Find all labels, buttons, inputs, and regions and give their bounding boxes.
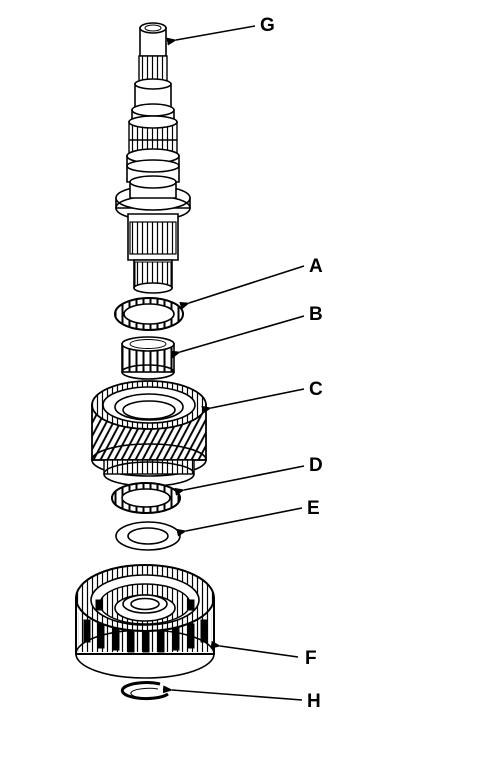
leader-arrow-B	[170, 315, 305, 359]
label-C: C	[309, 379, 323, 400]
gear-C	[91, 380, 207, 487]
label-F: F	[305, 648, 317, 669]
thrust-bearing-A	[114, 297, 184, 331]
snap-ring-H	[120, 681, 169, 701]
needle-bearing-B	[121, 336, 175, 380]
leader-arrow-E	[176, 507, 303, 537]
label-A: A	[309, 256, 323, 277]
label-D: D	[309, 455, 323, 476]
hub-F	[75, 564, 215, 679]
label-G: G	[260, 15, 275, 36]
leader-arrow-A	[179, 265, 305, 310]
thrust-washer-E	[115, 521, 181, 551]
leader-arrow-H	[162, 685, 303, 701]
label-B: B	[309, 304, 323, 325]
label-E: E	[307, 498, 320, 519]
leader-arrow-G	[166, 25, 256, 46]
leader-arrow-C	[201, 388, 305, 414]
leader-arrow-F	[210, 640, 299, 658]
label-H: H	[307, 691, 321, 712]
mainshaft	[115, 22, 191, 294]
thrust-bearing-D	[111, 482, 181, 514]
leader-arrow-D	[174, 465, 305, 496]
